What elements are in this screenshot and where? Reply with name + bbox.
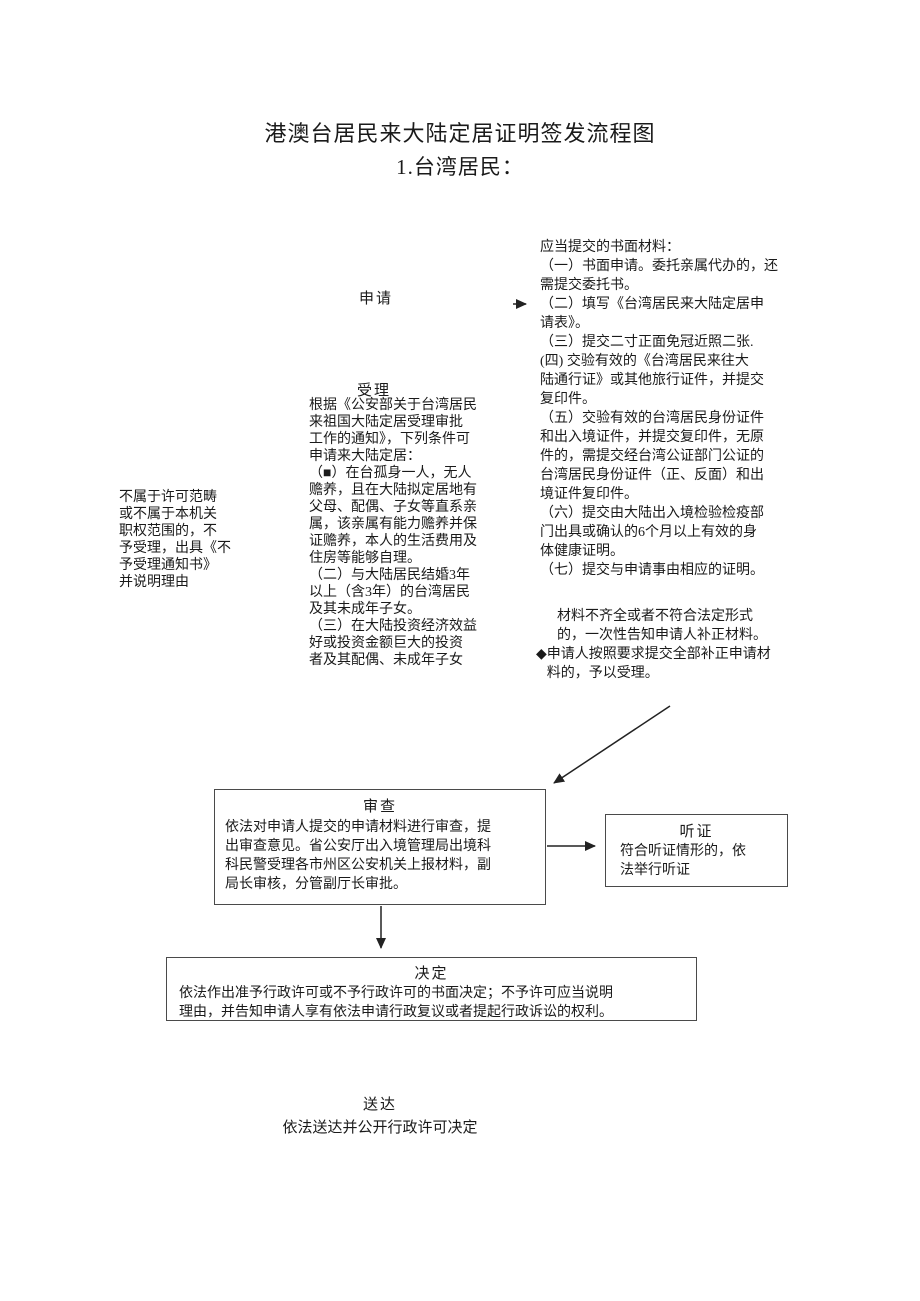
- step-accept-label: 受理: [357, 383, 392, 399]
- materials-list: 应当提交的书面材料： （一）书面申请。委托亲属代办的，还 需提交委托书。 （二）…: [540, 240, 778, 578]
- delivery-text: 依法送达并公开行政许可决定: [282, 1120, 478, 1136]
- review-box-title: 审查: [362, 799, 397, 815]
- decision-box-text: 依法作出准予行政许可或不予行政许可的书面决定；不予许可应当说明 理由，并告知申请…: [179, 986, 613, 1020]
- accept-conditions-text: 根据《公安部关于台湾居民 来祖国大陆定居受理审批 工作的通知》，下列条件可 申请…: [309, 398, 477, 668]
- decision-box: 决定 依法作出准予行政许可或不予行政许可的书面决定；不予许可应当说明 理由，并告…: [166, 957, 697, 1021]
- step-delivery-label: 送达: [362, 1097, 397, 1113]
- decision-box-title: 决定: [414, 966, 449, 982]
- supplement-resubmit-text: 申请人按照要求提交全部补正申请材 料的，予以受理。: [546, 647, 771, 681]
- diamond-arrow-icon: ◆: [536, 647, 547, 662]
- supplement-notice: 材料不齐全或者不符合法定形式 的，一次性告知申请人补正材料。: [557, 609, 767, 643]
- review-box: 审查 依法对申请人提交的申请材料进行审查，提 出审查意见。省公安厅出入境管理局出…: [214, 789, 546, 905]
- page-title: 港澳台居民来大陆定居证明签发流程图: [264, 121, 656, 146]
- page-subtitle: 1.台湾居民：: [396, 155, 524, 179]
- step-apply-label: 申请: [359, 291, 394, 307]
- review-box-text: 依法对申请人提交的申请材料进行审查，提 出审查意见。省公安厅出入境管理局出境科 …: [225, 820, 491, 892]
- hearing-box-text: 符合听证情形的，依 法举行听证: [620, 844, 746, 878]
- hearing-box: 听证 符合听证情形的，依 法举行听证: [605, 814, 788, 887]
- supplement-resubmit: ◆ 申请人按照要求提交全部补正申请材 料的，予以受理。: [536, 645, 804, 683]
- arrow-supplement-to-review: [553, 705, 671, 784]
- hearing-box-title: 听证: [679, 824, 714, 840]
- rejection-note: 不属于许可范畴 或不属于本机关 职权范围的，不 予受理，出具《不 予受理通知书》…: [119, 490, 231, 590]
